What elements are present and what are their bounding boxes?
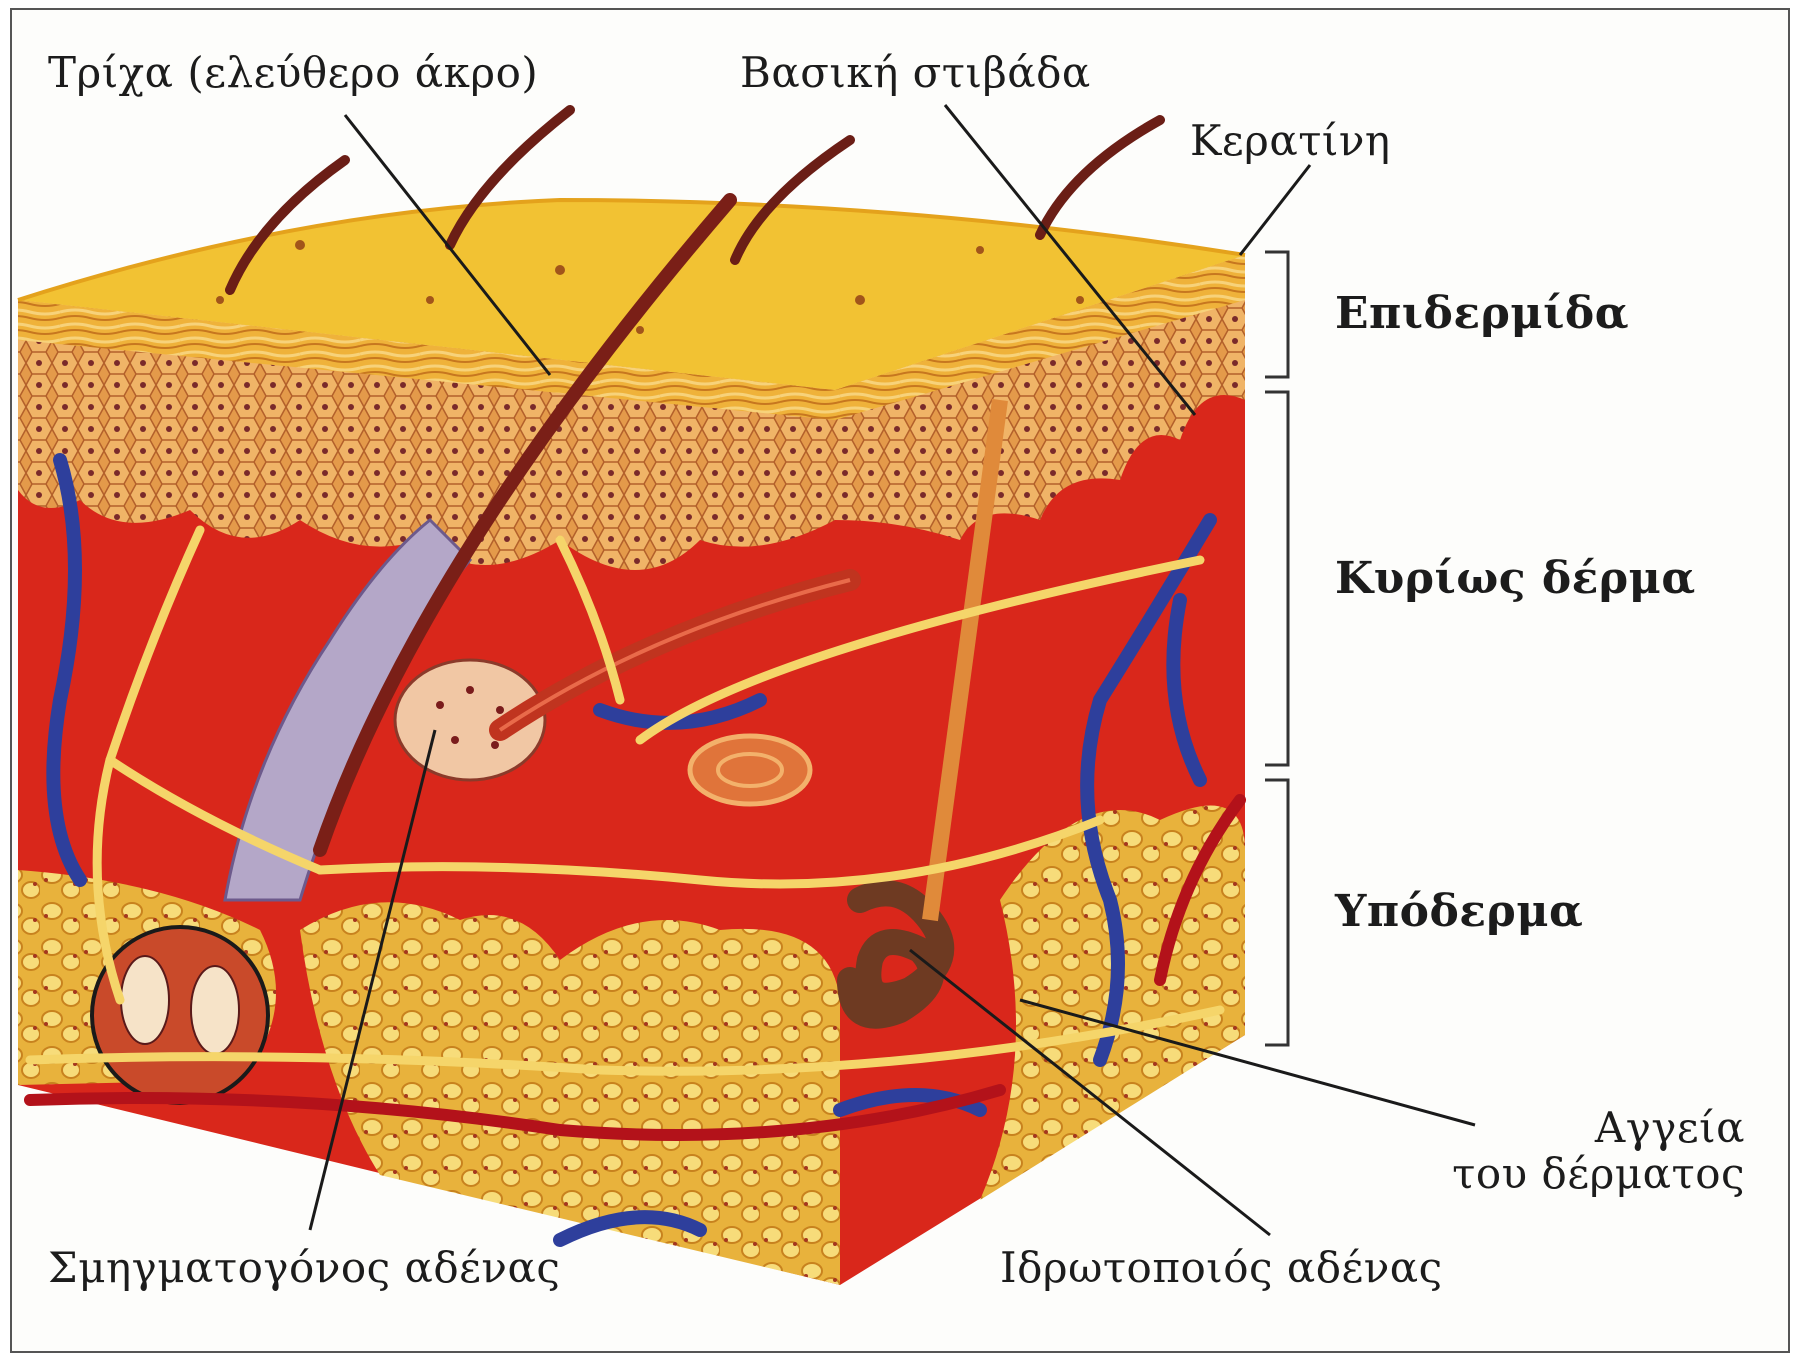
label-skin-vessels-line1: Αγγεία [1360,1105,1745,1151]
label-hair-free-end: Τρίχα (ελεύθερο άκρο) [48,50,538,96]
label-skin-vessels-line2: του δέρματος [1360,1151,1745,1197]
label-skin-vessels: Αγγεία του δέρματος [1360,1105,1745,1197]
label-epidermis: Επιδερμίδα [1335,290,1629,338]
label-sweat-gland: Ιδρωτοποιός αδένας [1000,1245,1443,1291]
gland-detail-circle [92,927,268,1103]
label-basal-layer: Βασική στιβάδα [740,50,1091,96]
label-hypodermis: Υπόδερμα [1335,888,1583,936]
label-sebaceous-gland: Σμηγματογόνος αδένας [48,1245,560,1291]
lamellar-corpuscle [690,736,810,804]
layer-brackets [1265,252,1288,1045]
label-keratin: Κερατίνη [1190,118,1391,164]
label-dermis: Κυρίως δέρμα [1335,555,1696,603]
